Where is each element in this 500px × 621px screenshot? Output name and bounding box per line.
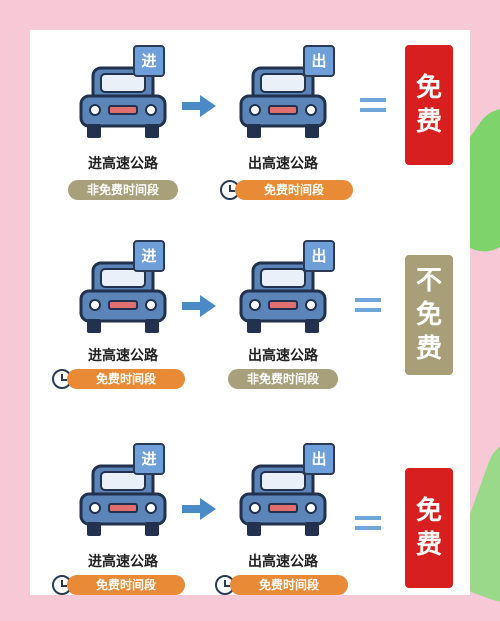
right-arrow-icon: [182, 295, 216, 317]
equals-icon: [360, 98, 386, 112]
car-icon: [239, 464, 327, 536]
entry-label: 进高速公路: [88, 554, 158, 570]
result-char: 免: [415, 73, 442, 103]
car-icon: [79, 261, 167, 333]
exit-time-pill: 非免费时间段: [228, 369, 338, 389]
entry-time-pill: 免费时间段: [67, 575, 185, 595]
entry-label: 进高速公路: [88, 156, 158, 172]
result-char: 费: [415, 530, 442, 560]
exit-time-pill: 免费时间段: [230, 575, 348, 595]
exit-time-pill: 免费时间段: [235, 180, 353, 200]
result-char: 费: [415, 334, 442, 364]
entry-badge: 进: [133, 45, 165, 77]
infographic-card: 进 出 免 费 进高速公路 出高速公路 非免费时间段 免费时间段: [30, 30, 470, 595]
result-box: 免 费: [405, 45, 453, 165]
equals-icon: [355, 516, 381, 530]
entry-time-pill: 非免费时间段: [68, 180, 178, 200]
exit-label: 出高速公路: [248, 348, 318, 364]
exit-label: 出高速公路: [248, 156, 318, 172]
scenario-row-1: 进 出 免 费 进高速公路 出高速公路 非免费时间段 免费时间段: [30, 40, 470, 220]
result-char: 不: [415, 266, 442, 296]
exit-badge: 出: [303, 240, 335, 272]
car-icon: [239, 261, 327, 333]
right-arrow-icon: [182, 95, 216, 117]
exit-badge: 出: [303, 45, 335, 77]
car-icon: [239, 66, 327, 138]
entry-badge: 进: [133, 443, 165, 475]
result-box: 不 免 费: [405, 255, 453, 375]
right-arrow-icon: [182, 498, 216, 520]
exit-badge: 出: [303, 443, 335, 475]
entry-time-pill: 免费时间段: [67, 369, 185, 389]
entry-label: 进高速公路: [88, 348, 158, 364]
result-box: 免 费: [405, 468, 453, 588]
result-char: 费: [415, 107, 442, 137]
result-char: 免: [415, 300, 442, 330]
scenario-row-2: 进 出 不 免 费 进高速公路 出高速公路 免费时间段 非免费时间段: [30, 235, 470, 415]
equals-icon: [355, 298, 381, 312]
entry-badge: 进: [133, 240, 165, 272]
exit-label: 出高速公路: [248, 554, 318, 570]
scenario-row-3: 进 出 免 费 进高速公路 出高速公路 免费时间段 免费时间段: [30, 438, 470, 618]
result-char: 免: [415, 496, 442, 526]
